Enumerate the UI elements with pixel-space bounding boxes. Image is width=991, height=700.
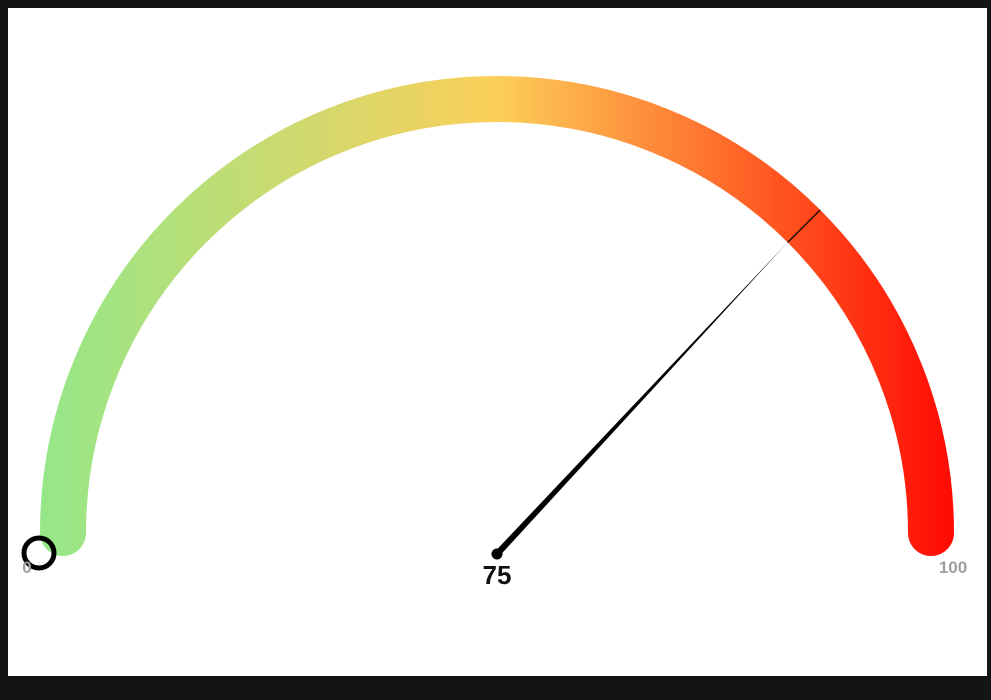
min-handle[interactable]	[21, 535, 57, 571]
value-label: 75	[483, 560, 512, 590]
gauge-arc	[40, 76, 954, 556]
gauge-needle	[494, 242, 788, 557]
needle-hub	[491, 548, 503, 560]
min-label: 0	[22, 558, 31, 577]
value-tick-mark	[787, 209, 821, 243]
max-label: 100	[939, 558, 967, 577]
